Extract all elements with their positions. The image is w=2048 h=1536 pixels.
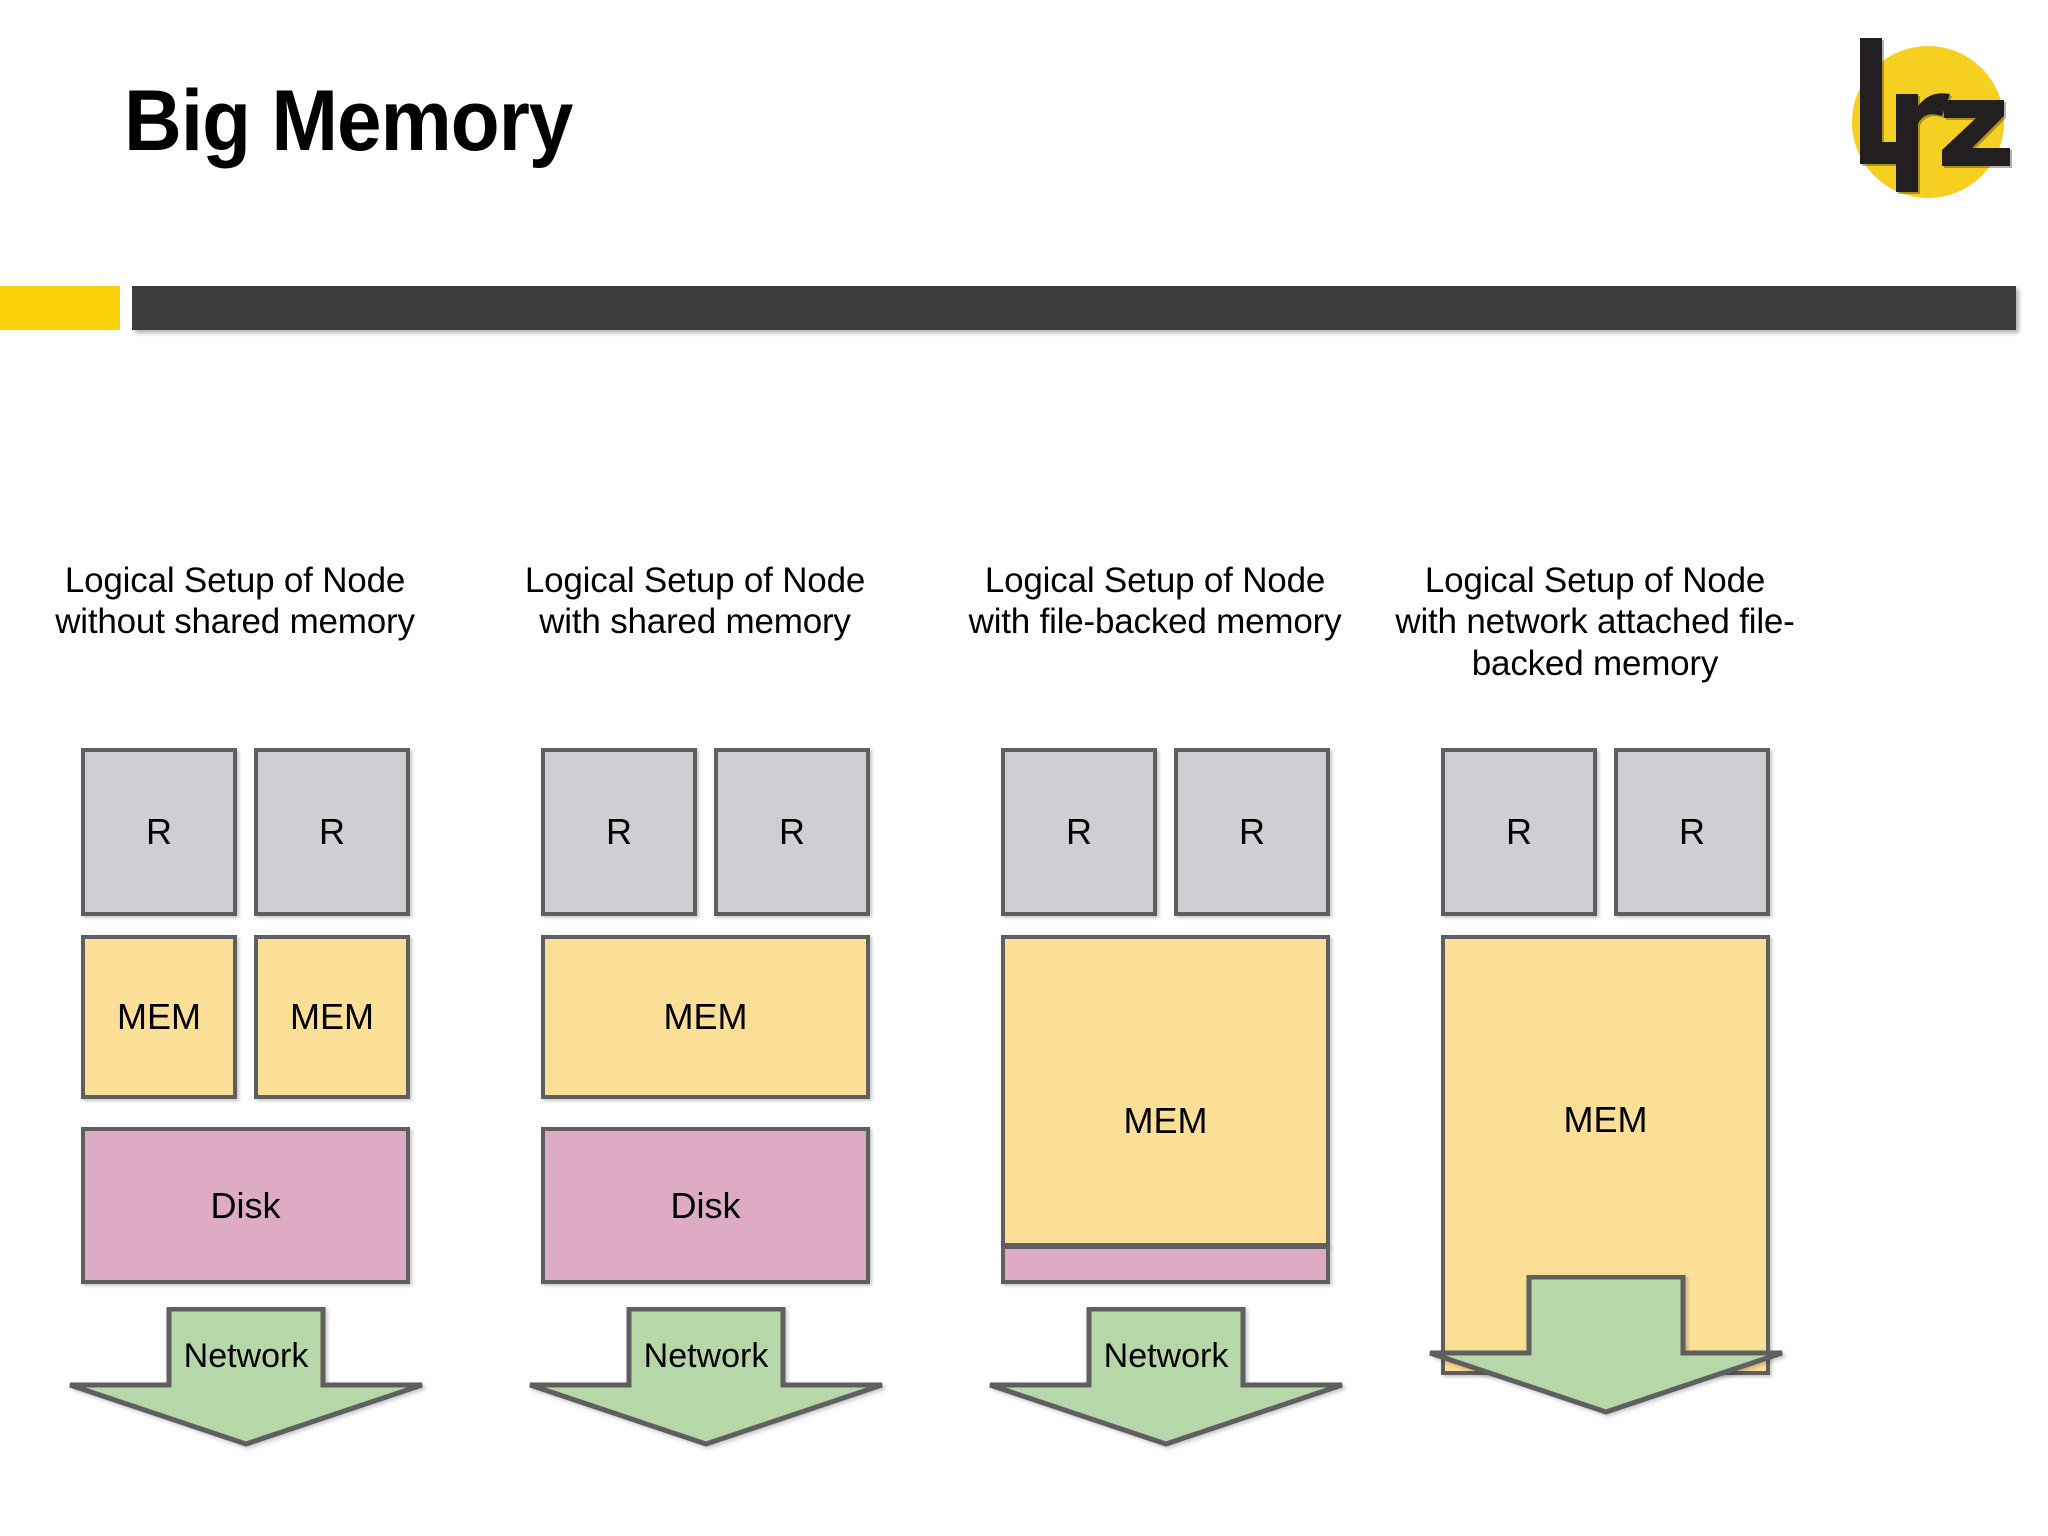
memory-box[interactable]: MEM (1001, 935, 1330, 1247)
disk-box[interactable] (1001, 1245, 1330, 1284)
disk-box[interactable]: Disk (541, 1127, 870, 1284)
disk-box[interactable]: Disk (81, 1127, 410, 1284)
memory-label: MEM (117, 996, 201, 1037)
logo-lrz-mark (1860, 38, 2012, 194)
compute-label: R (1239, 811, 1265, 852)
memory-label: MEM (663, 996, 748, 1037)
network-arrow[interactable] (1426, 1275, 1786, 1415)
memory-label: MEM (290, 996, 374, 1037)
compute-box[interactable]: R (1174, 748, 1330, 916)
compute-box[interactable]: R (1614, 748, 1770, 916)
compute-box[interactable]: R (81, 748, 237, 916)
network-arrow[interactable]: Network (526, 1307, 886, 1447)
compute-box[interactable]: R (541, 748, 697, 916)
accent-bar (0, 286, 120, 330)
page-title: Big Memory (124, 73, 573, 169)
memory-box[interactable]: MEM (541, 935, 870, 1099)
compute-label: R (146, 811, 172, 852)
lrz-logo (1838, 24, 2014, 200)
compute-label: R (319, 811, 345, 852)
compute-label: R (1506, 811, 1532, 852)
memory-box[interactable]: MEM (254, 935, 410, 1099)
compute-label: R (1066, 811, 1092, 852)
compute-box[interactable]: R (714, 748, 870, 916)
compute-box[interactable]: R (1441, 748, 1597, 916)
compute-label: R (1679, 811, 1705, 852)
network-arrow[interactable]: Network (66, 1307, 426, 1447)
memory-label: MEM (1123, 1100, 1208, 1141)
compute-box[interactable]: R (254, 748, 410, 916)
disk-label: Disk (210, 1184, 281, 1226)
memory-box[interactable]: MEM (81, 935, 237, 1099)
header-rule-bar (132, 286, 2016, 330)
compute-label: R (606, 811, 632, 852)
disk-label: Disk (670, 1184, 741, 1226)
memory-label: MEM (1563, 1099, 1648, 1140)
compute-box[interactable]: R (1001, 748, 1157, 916)
compute-label: R (779, 811, 805, 852)
network-arrow[interactable]: Network (986, 1307, 1346, 1447)
